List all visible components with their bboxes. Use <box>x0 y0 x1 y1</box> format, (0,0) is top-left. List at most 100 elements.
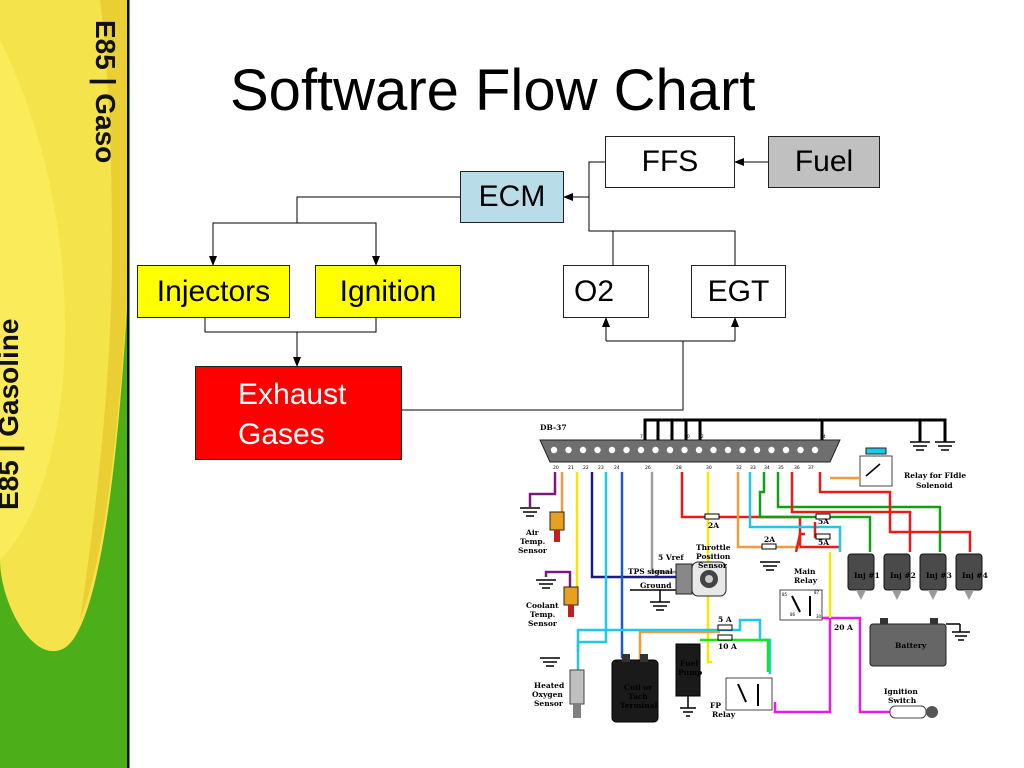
svg-text:Main: Main <box>794 567 816 576</box>
exhaust-label-line2: Gases <box>238 418 325 451</box>
wiring-diagram: DB-37 7 8 9 10 12 34 20 21 22 23 24 26 2… <box>518 418 988 723</box>
heated-oxygen-sensor <box>540 657 585 718</box>
connector-pin <box>753 446 761 454</box>
svg-text:Heated: Heated <box>534 681 565 690</box>
svg-text:Sensor: Sensor <box>534 699 564 708</box>
sidebar-text-upper: E85 | Gaso <box>90 20 121 163</box>
air-temp-sensor <box>520 507 565 542</box>
svg-text:Temp.: Temp. <box>530 610 555 619</box>
svg-text:Fuel: Fuel <box>680 659 698 668</box>
ignition-box: Ignition <box>315 265 461 318</box>
connector-pin <box>797 446 804 454</box>
svg-text:Inj #3: Inj #3 <box>926 571 952 580</box>
fuel-pump <box>675 643 701 717</box>
svg-text:22: 22 <box>583 465 589 471</box>
throttle-position-sensor <box>630 561 727 611</box>
svg-text:28: 28 <box>676 465 682 471</box>
svg-text:30: 30 <box>816 614 822 619</box>
svg-text:2A: 2A <box>764 535 775 544</box>
connector-pin <box>623 446 630 454</box>
svg-text:FP: FP <box>710 701 721 710</box>
connector-pin <box>695 446 703 454</box>
ground-symbols <box>910 441 955 451</box>
o2-box: O2 <box>563 265 649 318</box>
injector-body <box>847 553 875 600</box>
svg-text:5A: 5A <box>818 517 829 526</box>
injector-body <box>883 553 911 600</box>
svg-text:Coil or: Coil or <box>624 683 653 692</box>
svg-text:Inj #1: Inj #1 <box>854 571 880 580</box>
svg-text:5 Vref: 5 Vref <box>658 553 684 562</box>
exhaust-gases-box: Exhaust Gases <box>195 366 402 460</box>
connector-pin <box>811 446 819 454</box>
svg-text:2A: 2A <box>708 521 719 530</box>
fuel-injectors <box>847 553 983 600</box>
connector-pin <box>565 446 572 454</box>
connector-label: DB-37 <box>540 423 567 432</box>
svg-text:20: 20 <box>553 465 559 471</box>
connector-pin <box>652 446 659 454</box>
connector-pin <box>782 446 790 454</box>
main-relay <box>760 561 823 621</box>
fuel-pump-relay <box>725 677 773 711</box>
ecm-box: ECM <box>460 171 564 223</box>
connector-pin <box>710 446 717 454</box>
svg-text:Air: Air <box>525 528 540 537</box>
coolant-temp-sensor <box>536 579 579 617</box>
svg-text:86: 86 <box>790 612 796 617</box>
svg-text:Sensor: Sensor <box>518 546 548 555</box>
svg-text:35: 35 <box>778 465 784 471</box>
svg-text:Throttle: Throttle <box>696 543 731 552</box>
exhaust-label-line1: Exhaust <box>238 378 347 411</box>
svg-text:21: 21 <box>568 465 574 471</box>
egt-box: EGT <box>691 265 786 318</box>
injector-body <box>919 553 947 600</box>
svg-text:Position: Position <box>696 552 731 561</box>
svg-text:24: 24 <box>614 465 620 471</box>
svg-text:Relay: Relay <box>712 710 736 719</box>
svg-text:Solenoid: Solenoid <box>916 481 953 490</box>
injector-body <box>955 553 983 600</box>
svg-text:Inj #2: Inj #2 <box>890 571 916 580</box>
svg-text:7: 7 <box>640 434 643 440</box>
svg-text:33: 33 <box>750 465 756 471</box>
svg-text:37: 37 <box>808 465 814 471</box>
svg-text:36: 36 <box>794 465 800 471</box>
svg-text:Pump: Pump <box>678 668 702 677</box>
page-title: Software Flow Chart <box>230 58 756 123</box>
ecm-to-ignition-arrow <box>297 222 380 266</box>
ground-bus <box>643 418 947 442</box>
connector-pin <box>724 446 732 454</box>
svg-text:Ignition: Ignition <box>884 687 918 696</box>
actuators-join <box>204 318 377 333</box>
svg-text:32: 32 <box>736 465 742 471</box>
svg-text:26: 26 <box>645 465 651 471</box>
sidebar-text-lower: E85 | Gasoline <box>0 319 24 510</box>
svg-text:Switch: Switch <box>888 696 917 705</box>
connector-pin <box>681 446 688 454</box>
svg-text:5A: 5A <box>818 538 829 547</box>
fuel-box: Fuel <box>768 136 880 188</box>
svg-text:Tach: Tach <box>628 692 648 701</box>
svg-text:Oxygen: Oxygen <box>532 690 563 699</box>
wires <box>528 472 972 714</box>
ecm-to-injectors-arrow <box>209 196 460 266</box>
battery <box>869 618 970 667</box>
svg-text:23: 23 <box>598 465 604 471</box>
fuses <box>704 513 831 641</box>
svg-text:Sensor: Sensor <box>528 619 558 628</box>
connector-pin <box>594 446 601 454</box>
ignition-coil <box>611 654 659 723</box>
svg-text:Terminal: Terminal <box>620 701 658 710</box>
svg-text:5 A: 5 A <box>718 615 732 624</box>
svg-text:Relay for FIdle: Relay for FIdle <box>904 471 966 480</box>
svg-text:Ground: Ground <box>640 581 672 590</box>
svg-text:20 A: 20 A <box>834 623 853 632</box>
ffs-egt-connector <box>588 161 736 265</box>
ffs-box: FFS <box>605 136 735 188</box>
exhaust-feedback <box>402 341 684 411</box>
svg-text:Sensor: Sensor <box>698 561 728 570</box>
svg-text:30: 30 <box>706 465 712 471</box>
connector-pin <box>637 446 645 454</box>
